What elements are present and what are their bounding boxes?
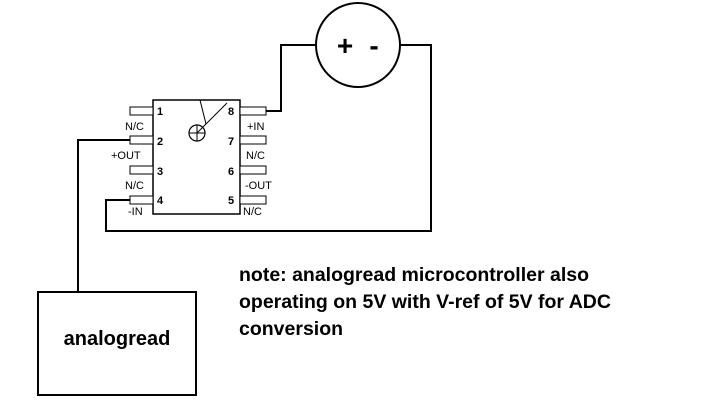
pin-7-label: N/C bbox=[246, 150, 265, 162]
pin-7-lead bbox=[239, 135, 267, 145]
note-text: note: analogread microcontroller also op… bbox=[239, 262, 699, 343]
sensor-chip-body bbox=[152, 99, 241, 215]
pin-6-lead bbox=[239, 165, 267, 175]
pin-5-number: 5 bbox=[228, 195, 234, 207]
pin-8-lead bbox=[239, 106, 267, 116]
pin-5-lead bbox=[239, 195, 267, 205]
note-line-3: conversion bbox=[239, 318, 344, 340]
note-line-2: operating on 5V with V-ref of 5V for ADC bbox=[239, 291, 611, 313]
microcontroller-box bbox=[37, 291, 197, 396]
pin-8-label: +IN bbox=[247, 121, 264, 133]
pin-3-label: N/C bbox=[125, 180, 144, 192]
pin-8-number: 8 bbox=[228, 106, 234, 118]
wire-battery-plus-to-pin8 bbox=[266, 44, 316, 112]
pin-1-label: N/C bbox=[125, 121, 144, 133]
chip-internal-lead bbox=[199, 99, 207, 125]
pin-2-lead bbox=[129, 135, 154, 145]
pin-3-lead bbox=[129, 165, 154, 175]
pin-3-number: 3 bbox=[157, 166, 163, 178]
pin-6-label: -OUT bbox=[245, 180, 272, 192]
pin-7-number: 7 bbox=[228, 136, 234, 148]
pin-4-label: -IN bbox=[128, 206, 143, 218]
battery-symbol bbox=[315, 2, 401, 88]
pin-5-label: N/C bbox=[243, 206, 262, 218]
battery-plus-label: + bbox=[337, 30, 353, 61]
pin-4-number: 4 bbox=[157, 195, 164, 207]
wire-battery-minus-to-pin4 bbox=[105, 44, 432, 232]
pin-2-number: 2 bbox=[157, 136, 163, 148]
wire-pin2-to-microcontroller bbox=[77, 139, 130, 292]
pin-4-lead bbox=[129, 195, 154, 205]
pin-1-number: 1 bbox=[157, 106, 163, 118]
pin-6-number: 6 bbox=[228, 166, 234, 178]
pin-1-lead bbox=[129, 106, 154, 116]
note-line-1: note: analogread microcontroller also bbox=[239, 264, 589, 286]
battery-minus-label: - bbox=[369, 30, 378, 61]
pin-2-label: +OUT bbox=[111, 150, 141, 162]
chip-internal-arrow bbox=[196, 102, 228, 134]
microcontroller-label: analogread bbox=[63, 328, 171, 350]
